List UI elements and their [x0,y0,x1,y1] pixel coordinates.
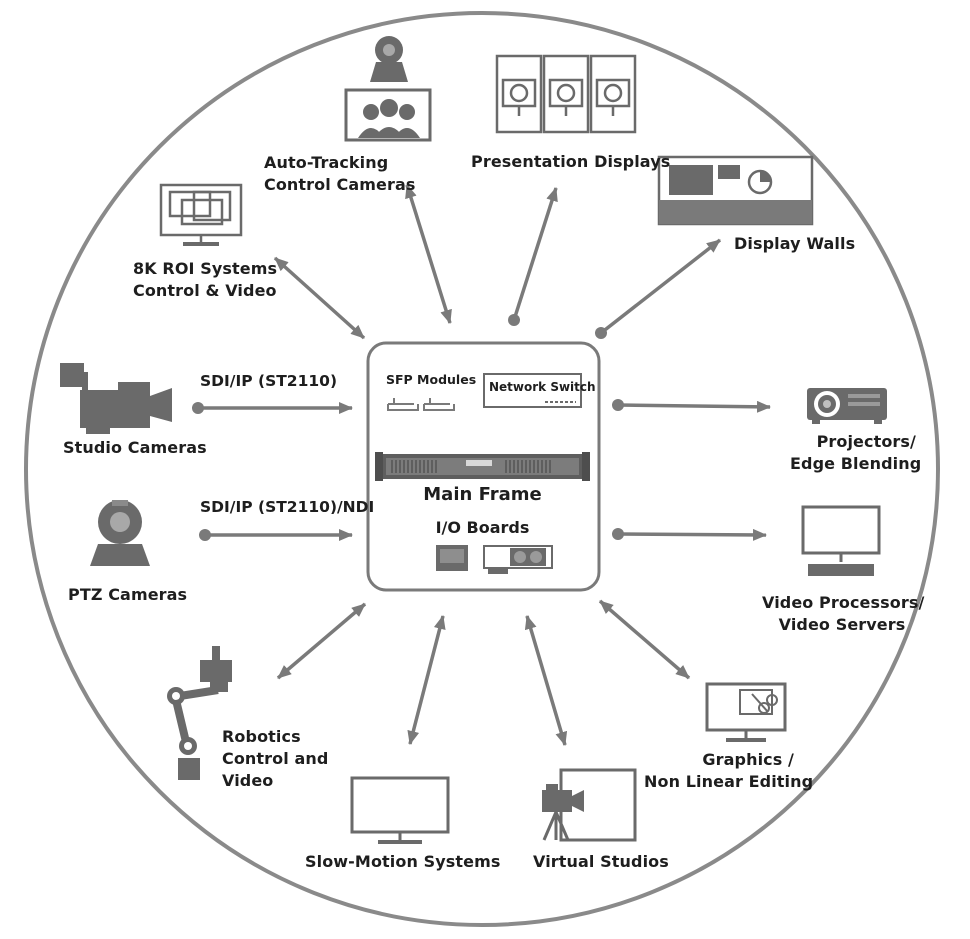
display-wall-icon [657,155,814,226]
slow-motion-monitor-icon [350,776,450,844]
io-boards-icon [436,545,553,574]
studio-cameras-label: Studio Cameras [63,438,207,457]
io-boards-label: I/O Boards [435,518,530,537]
sfp-modules-icon [387,398,455,411]
network-switch-label: Network Switch [489,380,596,394]
video-processors-label: Video Processors/Video Servers [762,593,925,634]
robotics-arm-icon [167,646,232,780]
projectors-label: Projectors/Edge Blending [790,432,922,473]
video-processor-icon [801,505,881,576]
ptz-cameras-label: PTZ Cameras [68,585,188,604]
studio-connection-label: SDI/IP (ST2110) [200,372,338,390]
main-frame-title: Main Frame [423,484,542,505]
graphics-label: Graphics /Non Linear Editing [644,750,814,791]
rack-unit-icon [375,452,590,481]
presentation-displays-label: Presentation Displays [471,152,671,171]
presentation-displays-icon [495,54,637,134]
ptz-camera-icon [90,500,150,566]
graphics-monitor-icon [705,682,787,742]
sfp-modules-label: SFP Modules [386,372,477,387]
roi-monitor-icon [159,183,243,246]
connector-dots [192,314,624,541]
virtual-studios-label: Virtual Studios [533,852,669,871]
projector-icon [807,388,887,424]
display-walls-label: Display Walls [734,234,856,253]
ptz-connection-label: SDI/IP (ST2110)/NDI [200,498,375,516]
network-switch-icon [483,373,582,408]
studio-camera-icon [60,363,172,434]
slow-motion-label: Slow-Motion Systems [305,852,501,871]
connector-arrows [198,184,771,746]
outer-circle [24,11,940,927]
virtual-studio-icon [542,768,637,842]
auto-tracking-camera-icon [344,36,432,142]
